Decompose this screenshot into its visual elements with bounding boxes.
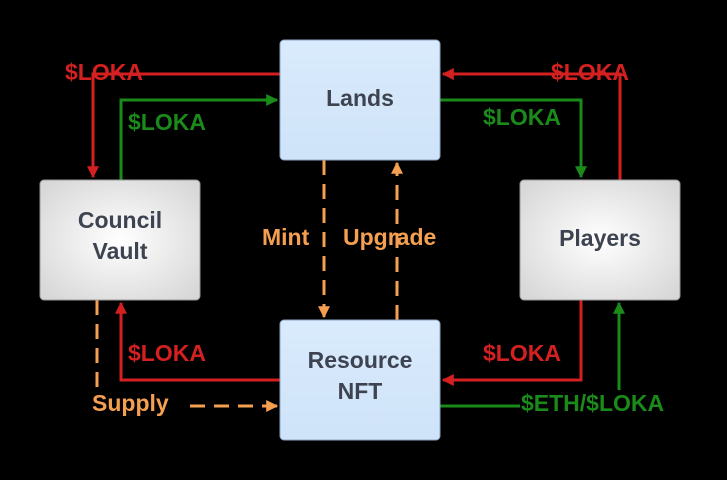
edge-lands-to-council xyxy=(87,72,280,179)
node-council-vault-line2: Vault xyxy=(93,238,148,264)
label-players-to-resource: $LOKA xyxy=(483,340,561,366)
node-lands-label: Lands xyxy=(326,85,394,111)
edge-players-to-lands xyxy=(441,68,622,180)
edge-players-to-resource xyxy=(441,300,583,386)
node-resource-nft-line1: Resource xyxy=(308,347,413,373)
label-mint: Mint xyxy=(262,224,310,250)
label-upgrade: Upgrade xyxy=(343,224,436,250)
label-players-to-lands: $LOKA xyxy=(551,59,629,85)
label-supply: Supply xyxy=(92,390,169,416)
node-resource-nft-line2: NFT xyxy=(338,378,383,404)
label-lands-to-council: $LOKA xyxy=(65,59,143,85)
node-council-vault-line1: Council xyxy=(78,207,162,233)
label-lands-to-players: $LOKA xyxy=(483,104,561,130)
node-players: Players xyxy=(519,179,681,301)
label-resource-to-council: $LOKA xyxy=(128,340,206,366)
node-players-label: Players xyxy=(559,225,641,251)
edge-resource-to-council xyxy=(115,301,280,382)
edge-council-to-lands xyxy=(119,94,279,180)
label-council-to-lands: $LOKA xyxy=(128,109,206,135)
node-council-vault: Council Vault xyxy=(39,179,201,301)
edge-lands-to-players xyxy=(440,98,587,179)
node-resource-nft: Resource NFT xyxy=(279,319,441,441)
node-lands: Lands xyxy=(279,39,441,161)
label-resource-to-players: $ETH/$LOKA xyxy=(521,390,664,416)
